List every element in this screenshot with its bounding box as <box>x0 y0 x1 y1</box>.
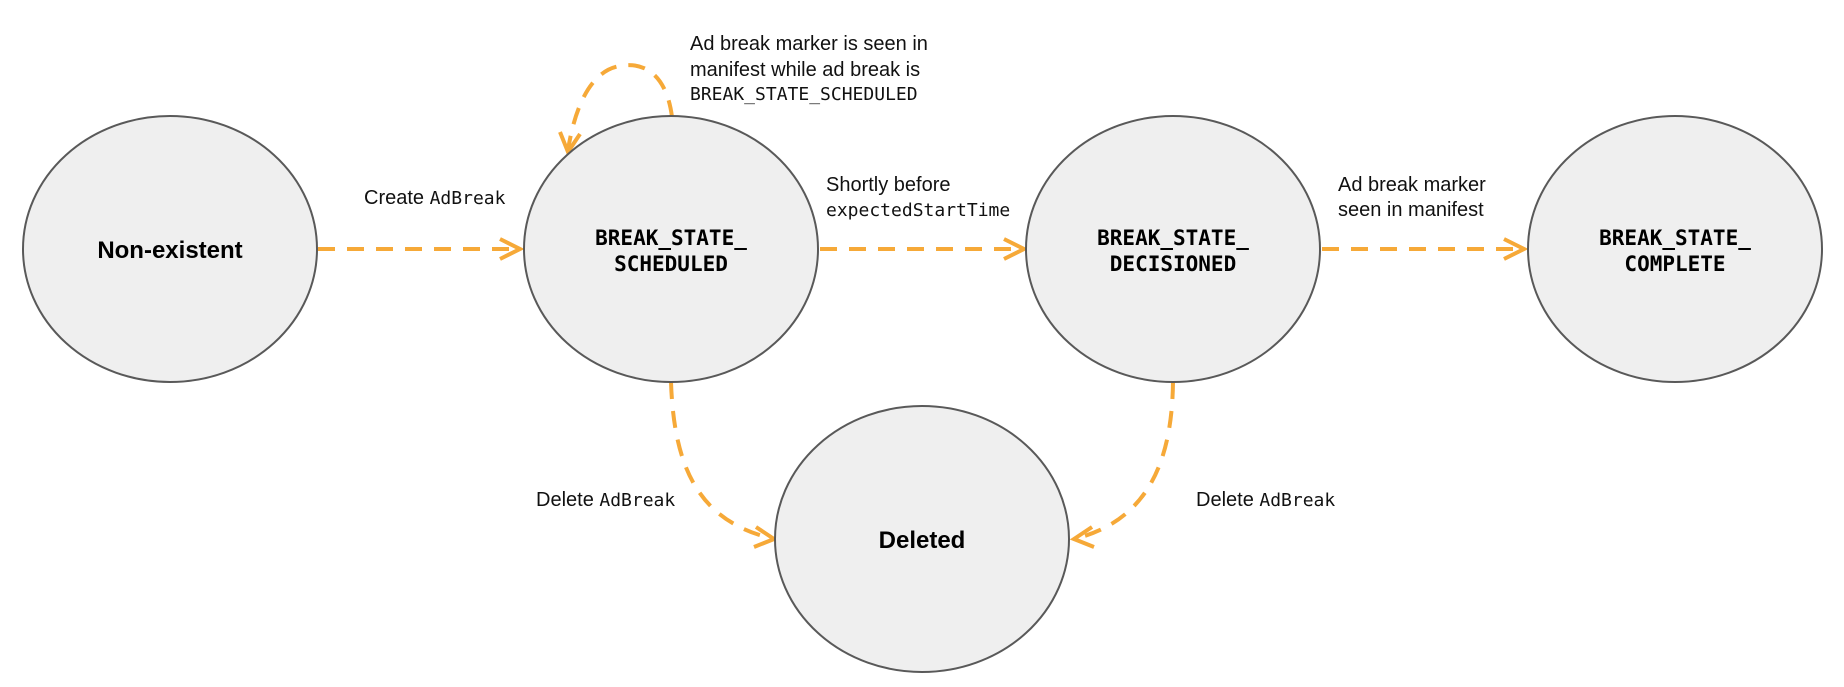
label-line2: manifest while ad break is <box>690 59 920 81</box>
state-break-complete: BREAK_STATE_ COMPLETE <box>1527 115 1823 383</box>
state-break-scheduled: BREAK_STATE_ SCHEDULED <box>523 115 819 383</box>
label-text: Delete <box>536 489 599 511</box>
transition-create <box>318 237 525 261</box>
transition-seen-in-manifest <box>1322 237 1529 261</box>
label-create-adbreak: Create AdBreak <box>344 187 517 209</box>
transition-delete-right <box>1069 381 1175 549</box>
transition-shortly-before <box>820 237 1029 261</box>
label-code: AdBreak <box>430 188 506 209</box>
label-code: BREAK_STATE_SCHEDULED <box>690 84 918 105</box>
label-delete-left: Delete AdBreak <box>516 489 687 511</box>
label-line1: Ad break marker <box>1338 174 1486 196</box>
state-label-line2: COMPLETE <box>1624 252 1725 276</box>
label-line2: seen in manifest <box>1338 199 1484 221</box>
state-label: Deleted <box>879 527 966 554</box>
label-code: AdBreak <box>1259 490 1335 511</box>
label-line1: Ad break marker is seen in <box>690 33 928 55</box>
label-delete-right: Delete AdBreak <box>1176 489 1347 511</box>
state-non-existent: Non-existent <box>22 115 318 383</box>
state-break-decisioned: BREAK_STATE_ DECISIONED <box>1025 115 1321 383</box>
label-code: expectedStartTime <box>826 200 1010 221</box>
state-label-line1: BREAK_STATE_ <box>595 226 747 250</box>
state-label: Non-existent <box>97 237 242 264</box>
transition-self-loop <box>558 63 674 157</box>
label-code: AdBreak <box>599 490 675 511</box>
label-self-loop: Ad break marker is seen in manifest whil… <box>690 33 928 105</box>
state-label-line2: DECISIONED <box>1110 252 1236 276</box>
label-seen-in-manifest: Ad break marker seen in manifest <box>1338 174 1486 221</box>
state-deleted: Deleted <box>774 405 1070 673</box>
label-text: Create <box>364 187 430 209</box>
transition-delete-left <box>669 381 779 549</box>
state-label-line2: SCHEDULED <box>614 252 728 276</box>
label-line1: Shortly before <box>826 174 951 196</box>
label-text: Delete <box>1196 489 1259 511</box>
state-label-line1: BREAK_STATE_ <box>1097 226 1249 250</box>
state-label-line1: BREAK_STATE_ <box>1599 226 1751 250</box>
label-shortly-before: Shortly before expectedStartTime <box>826 174 1010 221</box>
